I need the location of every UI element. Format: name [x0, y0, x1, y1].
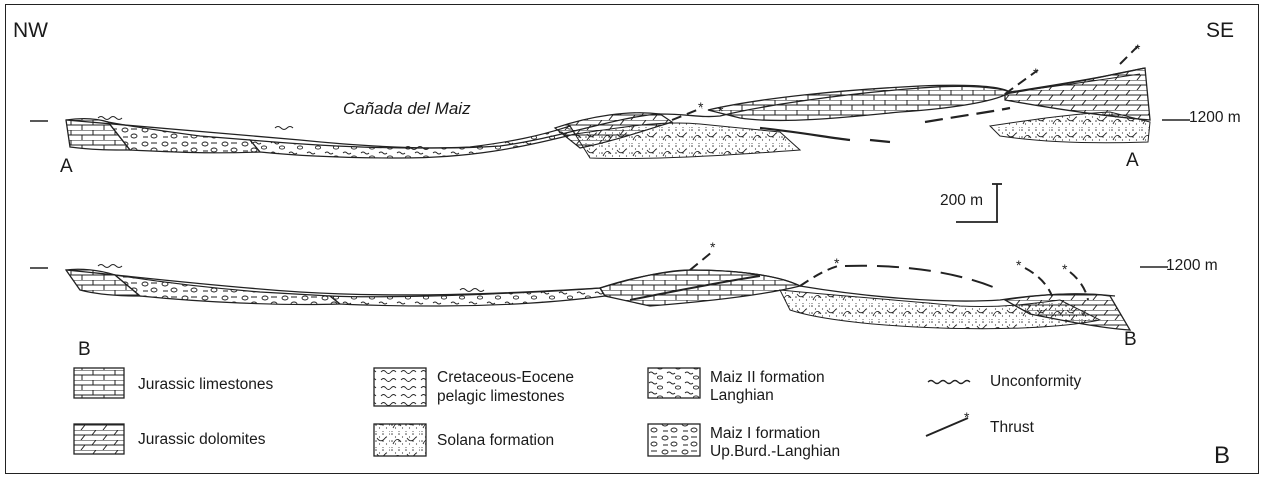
- svg-text:*: *: [964, 409, 970, 425]
- legend-label-solana: Solana formation: [437, 431, 554, 450]
- legend-label-unconformity: Unconformity: [990, 372, 1081, 391]
- figure-panel-label: B: [1214, 444, 1230, 468]
- section-a-label-left: A: [60, 157, 73, 176]
- legend-label-maiz-i-2: Up.Burd.-Langhian: [710, 442, 840, 461]
- section-a-label-right: A: [1126, 151, 1139, 170]
- legend-label-cretaceous-eocene-1: Cretaceous-Eocene: [437, 368, 574, 387]
- section-b-label-right: B: [1124, 330, 1137, 349]
- svg-text:*: *: [1062, 261, 1068, 277]
- legend-swatch-cretaceous-eocene: [374, 368, 426, 406]
- section-a-elevation: 1200 m: [1189, 110, 1241, 126]
- place-name-canada-del-maiz: Cañada del Maiz: [343, 100, 471, 117]
- section-b-label-left: B: [78, 340, 91, 359]
- section-b-profile: * * * *: [30, 239, 1168, 330]
- legend-label-jurassic-limestones: Jurassic limestones: [138, 375, 273, 394]
- legend-symbol-unconformity: [928, 381, 970, 384]
- legend-label-jurassic-dolomites: Jurassic dolomites: [138, 430, 266, 449]
- svg-text:*: *: [1033, 65, 1039, 81]
- legend-label-thrust: Thrust: [990, 418, 1034, 437]
- legend-swatch-jurassic-dolomites: [74, 424, 124, 454]
- svg-text:*: *: [710, 239, 716, 255]
- legend-swatch-maiz-i: [648, 424, 700, 456]
- legend-label-maiz-ii-1: Maiz II formation: [710, 368, 825, 387]
- legend-swatch-jurassic-limestones: [74, 368, 124, 398]
- compass-nw: NW: [13, 20, 48, 41]
- scale-bar-label: 200 m: [940, 193, 983, 209]
- legend-swatch-maiz-ii: [648, 368, 700, 398]
- section-a-profile: * * * *: [30, 41, 1190, 159]
- svg-text:*: *: [834, 255, 840, 271]
- section-b-elevation: 1200 m: [1166, 258, 1218, 274]
- svg-text:*: *: [1016, 257, 1022, 273]
- svg-text:*: *: [1135, 41, 1141, 57]
- legend-label-maiz-i-1: Maiz I formation: [710, 424, 820, 443]
- compass-se: SE: [1206, 20, 1234, 41]
- legend-label-cretaceous-eocene-2: pelagic limestones: [437, 387, 565, 406]
- legend-label-maiz-ii-2: Langhian: [710, 386, 774, 405]
- legend-swatch-solana: [374, 424, 426, 456]
- legend-symbol-thrust: *: [926, 409, 970, 436]
- svg-text:*: *: [698, 99, 704, 115]
